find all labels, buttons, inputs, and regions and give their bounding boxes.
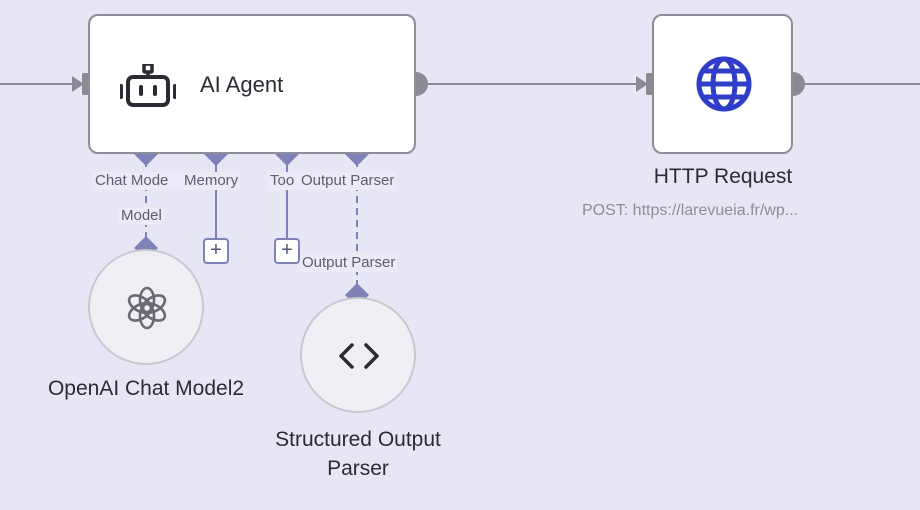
chat-model-slot-label: Chat Mode (93, 172, 185, 190)
http-request-node[interactable] (652, 14, 793, 154)
parser-title-line1: Structured Output (275, 428, 441, 451)
http-arrowhead (636, 76, 648, 92)
ai-agent-title: AI Agent (200, 72, 284, 97)
robot-icon (120, 64, 176, 107)
code-brackets-icon (339, 343, 379, 369)
tool-slot-label: Too (268, 172, 302, 190)
parser-title-line2: Parser (327, 457, 389, 480)
incoming-arrowhead (72, 76, 84, 92)
openai-chat-model-node[interactable] (88, 249, 204, 365)
memory-slot-label: Memory (182, 172, 241, 190)
ai-agent-node[interactable]: AI Agent (88, 14, 416, 154)
globe-icon (696, 56, 752, 112)
add-tool-button[interactable]: + (274, 238, 300, 264)
output-parser-slot-label: Output Parser (299, 172, 397, 190)
model-connection-label: Model (119, 207, 164, 225)
http-request-title: HTTP Request (653, 165, 793, 188)
structured-output-parser-node[interactable] (300, 297, 416, 413)
parser-connection-label: Output Parser (300, 254, 398, 272)
openai-logo-icon (127, 286, 167, 330)
parser-node-title: Structured Output Parser (238, 425, 478, 483)
add-memory-button[interactable]: + (203, 238, 229, 264)
http-request-subtitle: POST: https://larevueia.fr/wp... (582, 202, 799, 219)
openai-node-title: OpenAI Chat Model2 (47, 377, 245, 400)
